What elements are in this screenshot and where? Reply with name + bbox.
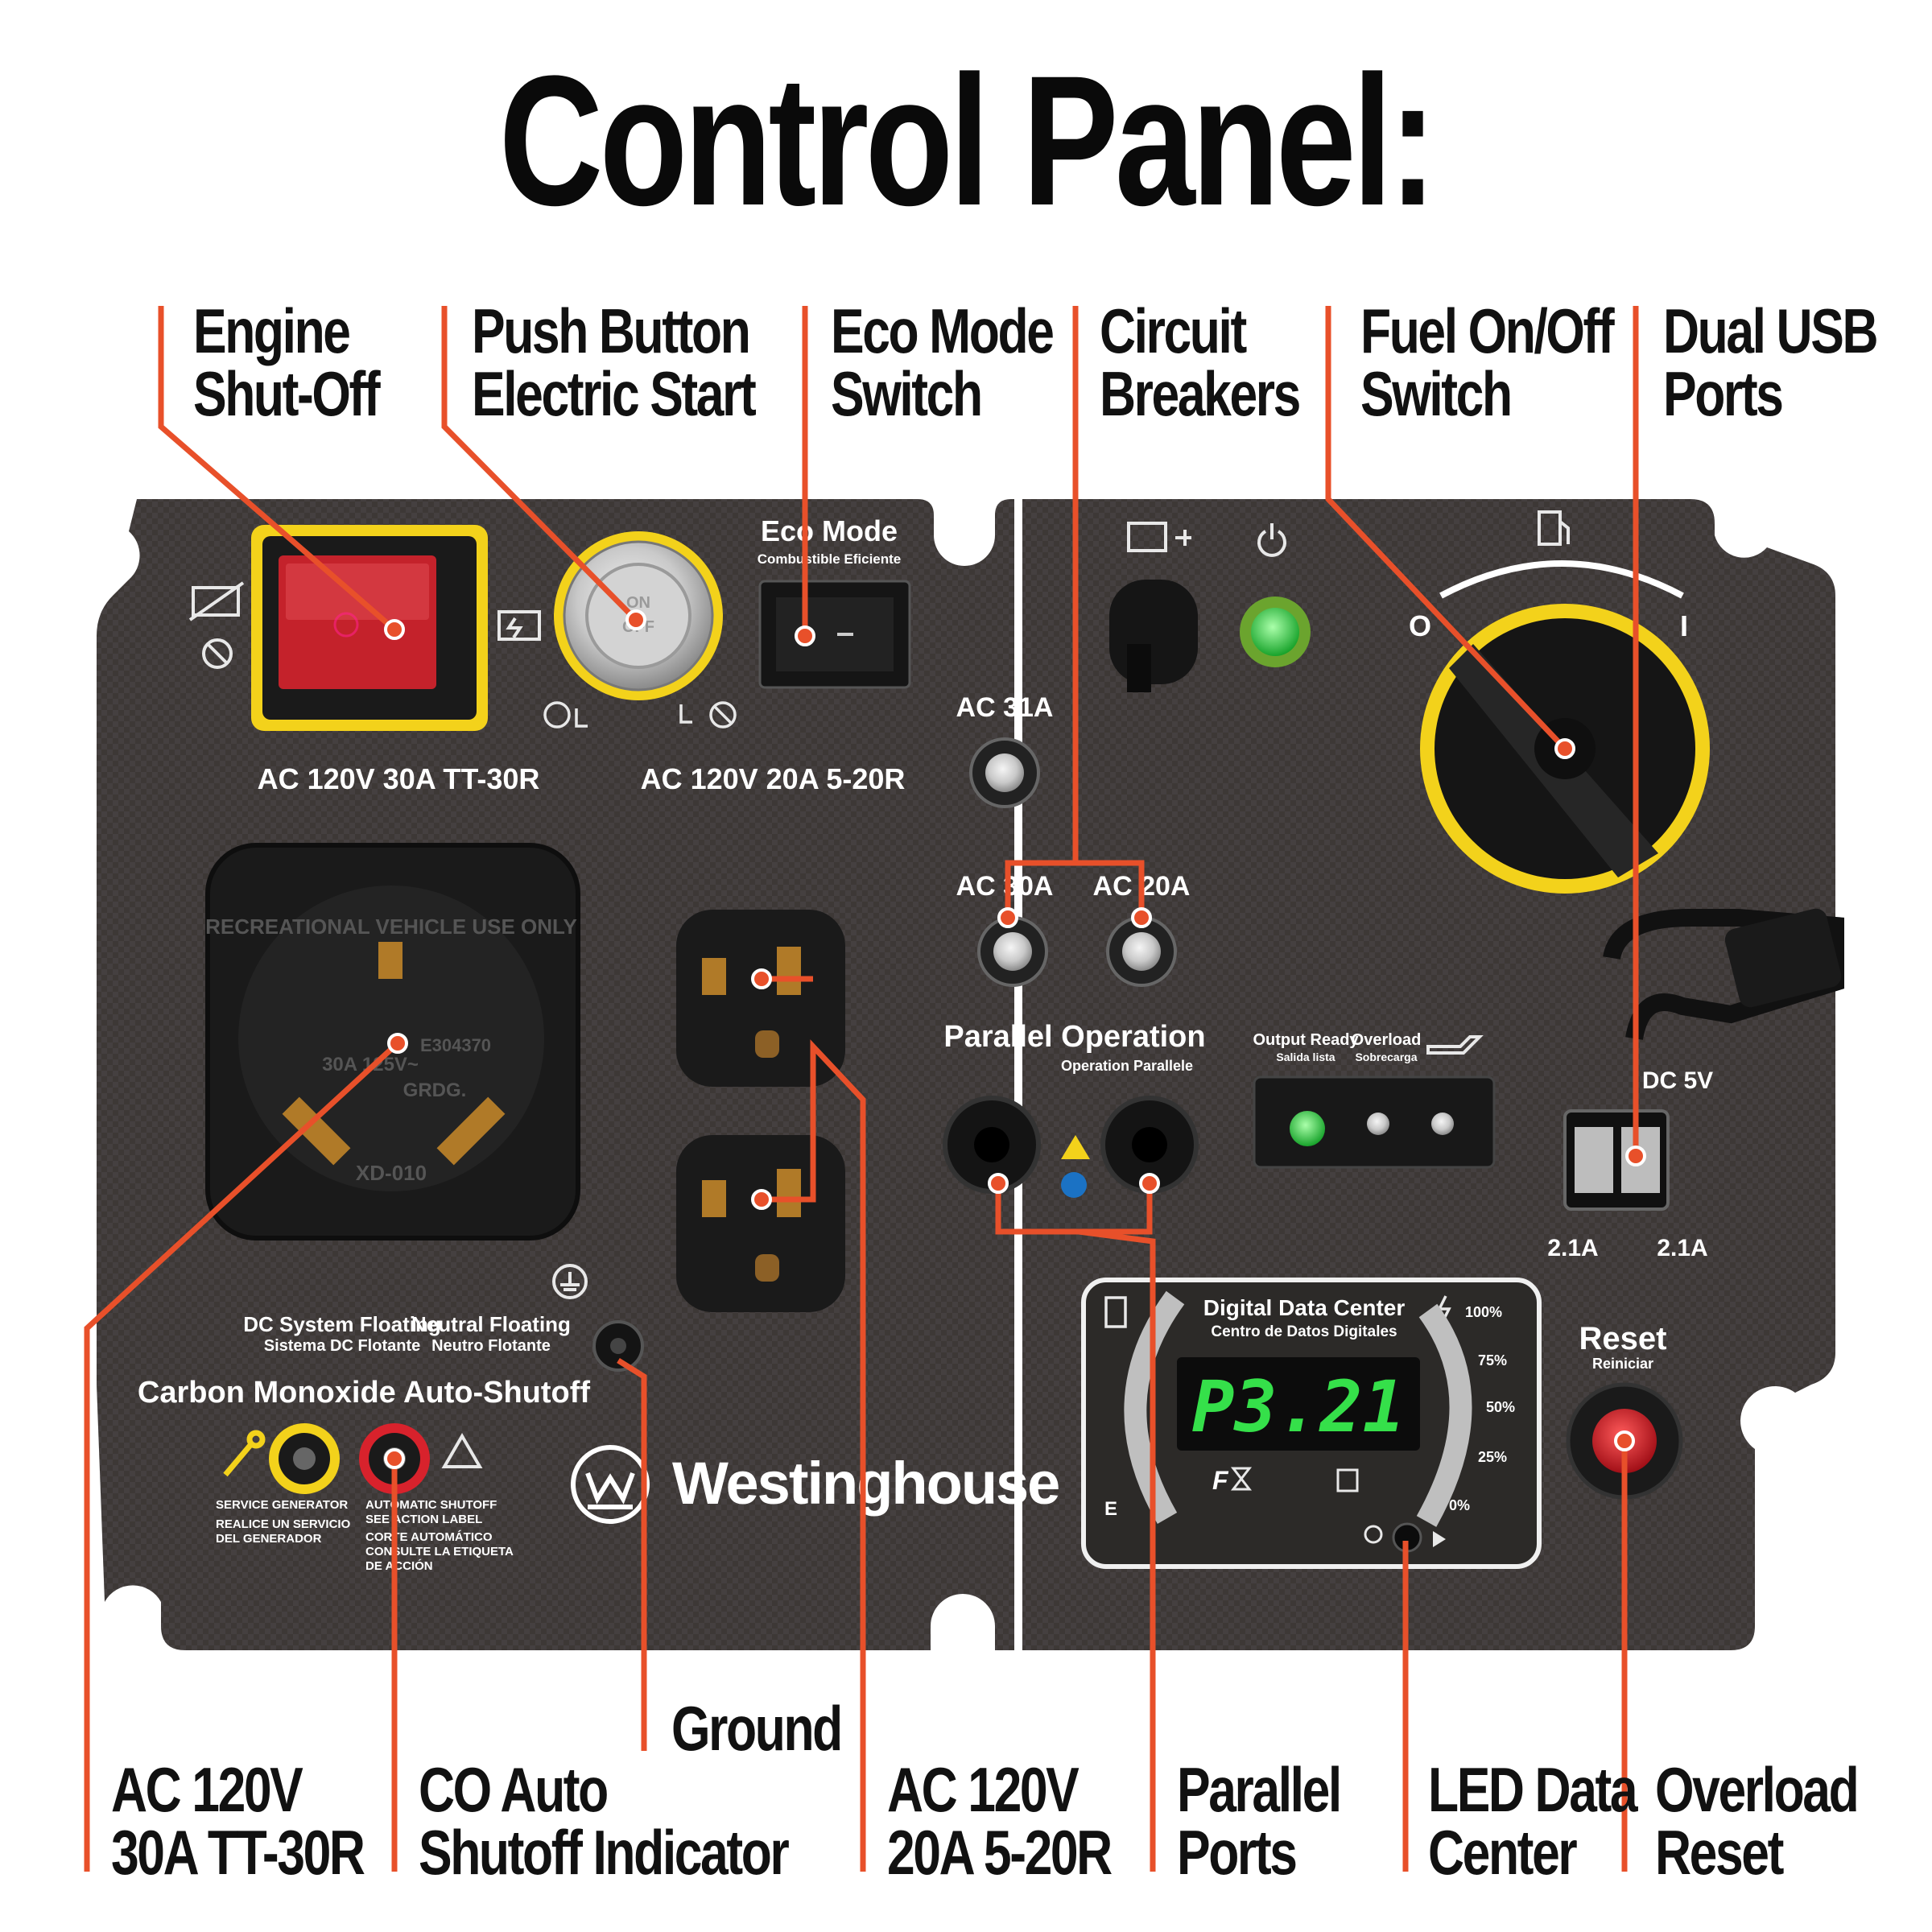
engine-stop-icon: [679, 701, 737, 729]
reset-label: Reset: [1579, 1321, 1667, 1356]
eco-mode-title: Eco Mode: [761, 514, 898, 547]
callout-leader-lines: [84, 306, 1639, 1872]
overload-sub: Sobrecarga: [1355, 1051, 1417, 1063]
auto-text-2: SEE ACTION LABEL: [365, 1513, 482, 1526]
dc-floating-sub: Sistema DC Flotante: [264, 1337, 420, 1355]
fuel-on-mark: I: [1680, 609, 1688, 642]
ddc-title: Digital Data Center: [1203, 1295, 1406, 1320]
usb-left-rating: 2.1A: [1547, 1235, 1598, 1261]
ground-symbol-icon: [552, 1264, 588, 1299]
fuel-off-mark: O: [1409, 609, 1431, 642]
auto-text-5: DE ACCIÓN: [365, 1558, 433, 1573]
output-ready-led: [1290, 1111, 1325, 1146]
callout-endpoints: [384, 609, 1646, 1469]
engine-off-icon: [202, 638, 233, 669]
ddc-subtitle: Centro de Datos Digitales: [1211, 1323, 1397, 1340]
outlet-rv-text: RECREATIONAL VEHICLE USE ONLY: [205, 914, 577, 939]
dc-breaker-toggle[interactable]: [1109, 580, 1198, 684]
ddc-75: 75%: [1478, 1352, 1507, 1368]
battery-plug-icon: [1127, 522, 1191, 552]
usb-right-rating: 2.1A: [1657, 1235, 1707, 1261]
ddc-power-icon: [1437, 1295, 1451, 1323]
ddc-100: 100%: [1465, 1304, 1502, 1320]
usb-cover-flap: [1603, 909, 1844, 1041]
dc-floating-label: DC System Floating: [243, 1312, 441, 1336]
parallel-title: Parallel Operation: [943, 1020, 1205, 1054]
reset-sub: Reiniciar: [1592, 1356, 1653, 1372]
parallel-subtitle: Operation Parallele: [1061, 1058, 1193, 1074]
neutral-floating-label: Neutral Floating: [411, 1312, 571, 1336]
overload-led: [1367, 1113, 1389, 1135]
overload-label: Overload: [1352, 1031, 1422, 1049]
auto-text-4: CONSULTE LA ETIQUETA: [365, 1545, 514, 1558]
ddc-load-gauge-arc: [1416, 1303, 1472, 1527]
fuel-direction-arrow: [1439, 560, 1684, 599]
output-ready-sub: Salida lista: [1276, 1051, 1335, 1063]
brand-name: Westinghouse: [672, 1450, 1059, 1517]
page-title: Control Panel:: [498, 37, 1437, 244]
callout-ground: Ground: [671, 1693, 843, 1764]
outlet-model-text: XD-010: [356, 1161, 427, 1185]
eco-mode-subtitle: Combustible Eficiente: [758, 551, 902, 567]
oil-led: [1431, 1113, 1454, 1135]
ddc-empty: E: [1104, 1498, 1117, 1520]
manual-icon: [1061, 1172, 1087, 1198]
engine-start-icon: [543, 701, 588, 729]
dc-5v-label: DC 5V: [1642, 1067, 1713, 1094]
wrench-icon: [223, 1430, 266, 1477]
service-text-3: DEL GENERADOR: [216, 1532, 322, 1546]
auto-text-3: CORTE AUTOMÁTICO: [365, 1530, 493, 1544]
power-icon: [1257, 523, 1286, 557]
duplex-outlet-upper[interactable]: [676, 910, 845, 1087]
co-warning-icon: [441, 1433, 483, 1468]
warning-icon: [1061, 1135, 1090, 1159]
auto-text-1: AUTOMATIC SHUTOFF: [365, 1498, 497, 1512]
ddc-readout: P3.21: [1192, 1365, 1406, 1448]
ddc-next-icon: [1433, 1531, 1446, 1547]
ddc-50: 50%: [1486, 1399, 1515, 1415]
neutral-floating-sub: Neutro Flotante: [431, 1337, 551, 1355]
service-text-1: SERVICE GENERATOR: [216, 1498, 348, 1512]
ddc-25: 25%: [1478, 1449, 1507, 1465]
oil-can-icon: [1426, 1035, 1484, 1055]
outlet-grde-text: GRDG.: [403, 1080, 467, 1101]
start-on-label: ON: [626, 594, 650, 612]
ddc-fuel-icon: [1104, 1296, 1127, 1328]
ddc-display: [1177, 1357, 1420, 1451]
battery-off-icon: [188, 581, 245, 621]
co-title: Carbon Monoxide Auto-Shutoff: [138, 1376, 590, 1410]
ddc-f-indicator: F: [1212, 1466, 1229, 1495]
battery-charge-icon: [497, 610, 541, 641]
tt30r-panel-label: AC 120V 30A TT-30R: [258, 762, 540, 795]
breaker-31a-label: AC 31A: [956, 692, 1054, 723]
duplex-outlet-lower[interactable]: [676, 1135, 845, 1312]
output-ready-label: Output Ready: [1253, 1031, 1359, 1049]
breaker-30a-label: AC 30A: [956, 871, 1054, 902]
westinghouse-logo-icon: [571, 1445, 650, 1524]
ddc-bottom-icons: [1230, 1467, 1383, 1544]
service-text-2: REALICE UN SERVICIO: [216, 1517, 351, 1531]
520r-panel-label: AC 120V 20A 5-20R: [641, 762, 906, 795]
usb-port-left[interactable]: [1575, 1127, 1613, 1193]
outlet-cert-text: E304370: [420, 1035, 491, 1055]
fuel-pump-icon: [1538, 510, 1570, 546]
ddc-0: 0%: [1449, 1497, 1470, 1513]
